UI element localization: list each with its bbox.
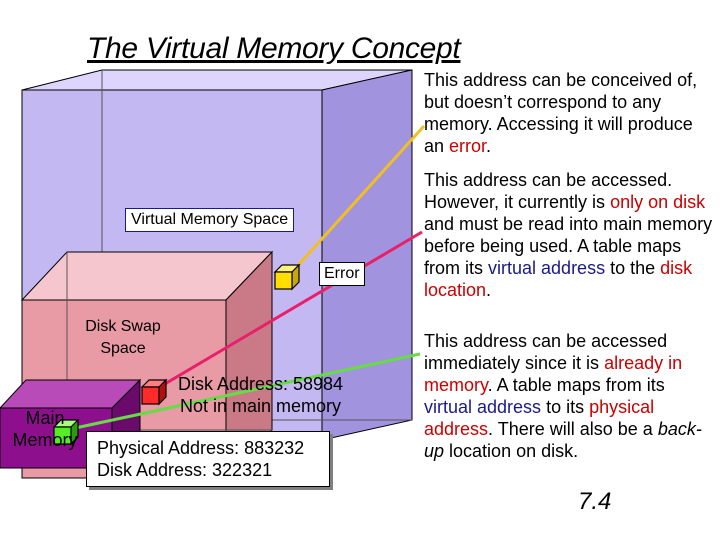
disk-swap-line: Disk Swap [85, 318, 161, 335]
red-address-cube [140, 378, 168, 406]
slide-number: 7.4 [578, 488, 612, 515]
main-memory-line: Main [25, 408, 65, 428]
memory-address-description: This address can be accessed immediately… [424, 331, 702, 461]
disk-swap-space-label: Disk Swap Space [74, 316, 172, 360]
error-label: Error [319, 262, 365, 286]
disk-address-line: Disk Address: 322321 [97, 460, 273, 480]
main-memory-label: Main Memory [0, 407, 90, 451]
green-address-cube [52, 418, 80, 446]
physical-address-box: Physical Address: 883232 Disk Address: 3… [86, 431, 330, 487]
disk-address-line: Disk Address: 58984 [177, 374, 344, 394]
virtual-memory-space-label: Virtual Memory Space [125, 208, 295, 232]
yellow-address-cube [273, 263, 301, 291]
red-cube-front [141, 386, 160, 405]
green-pointer-line [65, 352, 421, 432]
yellow-cube-front [274, 271, 293, 290]
main-memory-line: Memory [12, 430, 78, 450]
disk-address-line: Not in main memory [179, 396, 342, 416]
disk-address-label: Disk Address: 58984 Not in main memory [163, 373, 358, 417]
page-title: The Virtual Memory Concept [87, 32, 461, 65]
disk-address-description: This address can be accessed. However, i… [424, 170, 713, 300]
physical-address-line: Physical Address: 883232 [97, 438, 305, 458]
red-pointer-line [157, 230, 423, 390]
green-cube-front [53, 426, 72, 445]
error-address-description: This address can be conceived of, but do… [424, 70, 698, 156]
yellow-pointer-line [290, 124, 426, 274]
disk-swap-line: Space [100, 340, 146, 357]
